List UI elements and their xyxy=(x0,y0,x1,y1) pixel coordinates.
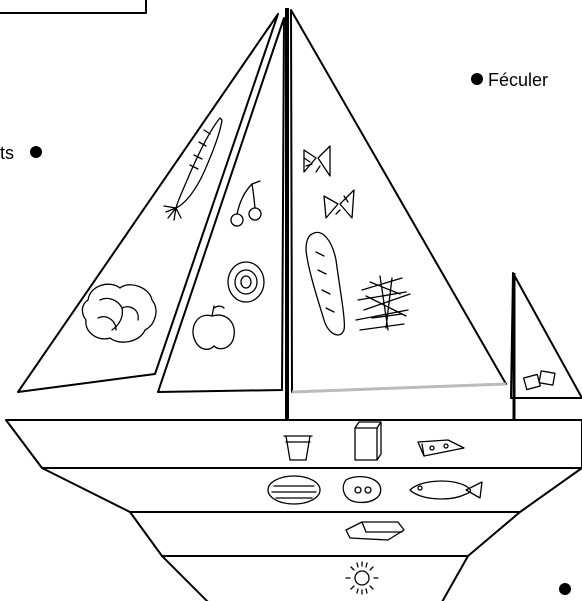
label-fruits-vegetables-partial: ts xyxy=(0,143,14,163)
lettuce-icon xyxy=(82,284,156,342)
milk-carton-icon xyxy=(355,422,381,460)
butter-icon xyxy=(346,522,404,540)
cherries-icon xyxy=(231,181,261,226)
cheese-icon xyxy=(418,440,464,456)
kiwi-icon xyxy=(228,262,264,302)
yogurt-icon xyxy=(284,436,312,460)
sail-right xyxy=(291,10,506,392)
hull-layer-dairy xyxy=(6,420,582,468)
hull-layer-sugars xyxy=(162,556,468,601)
rice-icon xyxy=(356,276,410,330)
fish-icon xyxy=(410,481,482,499)
label-dot-bottom xyxy=(559,583,571,595)
sail-small-right xyxy=(511,273,582,398)
hull-layer-protein xyxy=(42,468,582,512)
label-starches-partial: Féculer xyxy=(488,70,548,90)
hull-layer-fats xyxy=(130,512,520,556)
steak-icon xyxy=(268,476,320,504)
bread-icon xyxy=(306,232,344,335)
label-dot-right xyxy=(471,73,483,85)
sun-icon xyxy=(346,562,378,594)
apple-icon xyxy=(193,306,234,349)
title-box-frame xyxy=(0,0,146,13)
sail-left xyxy=(18,14,278,392)
sugar-cubes-icon xyxy=(524,371,555,390)
label-dot-left xyxy=(30,146,42,158)
egg-icon xyxy=(343,477,380,503)
pasta-bow-icon xyxy=(304,146,354,218)
